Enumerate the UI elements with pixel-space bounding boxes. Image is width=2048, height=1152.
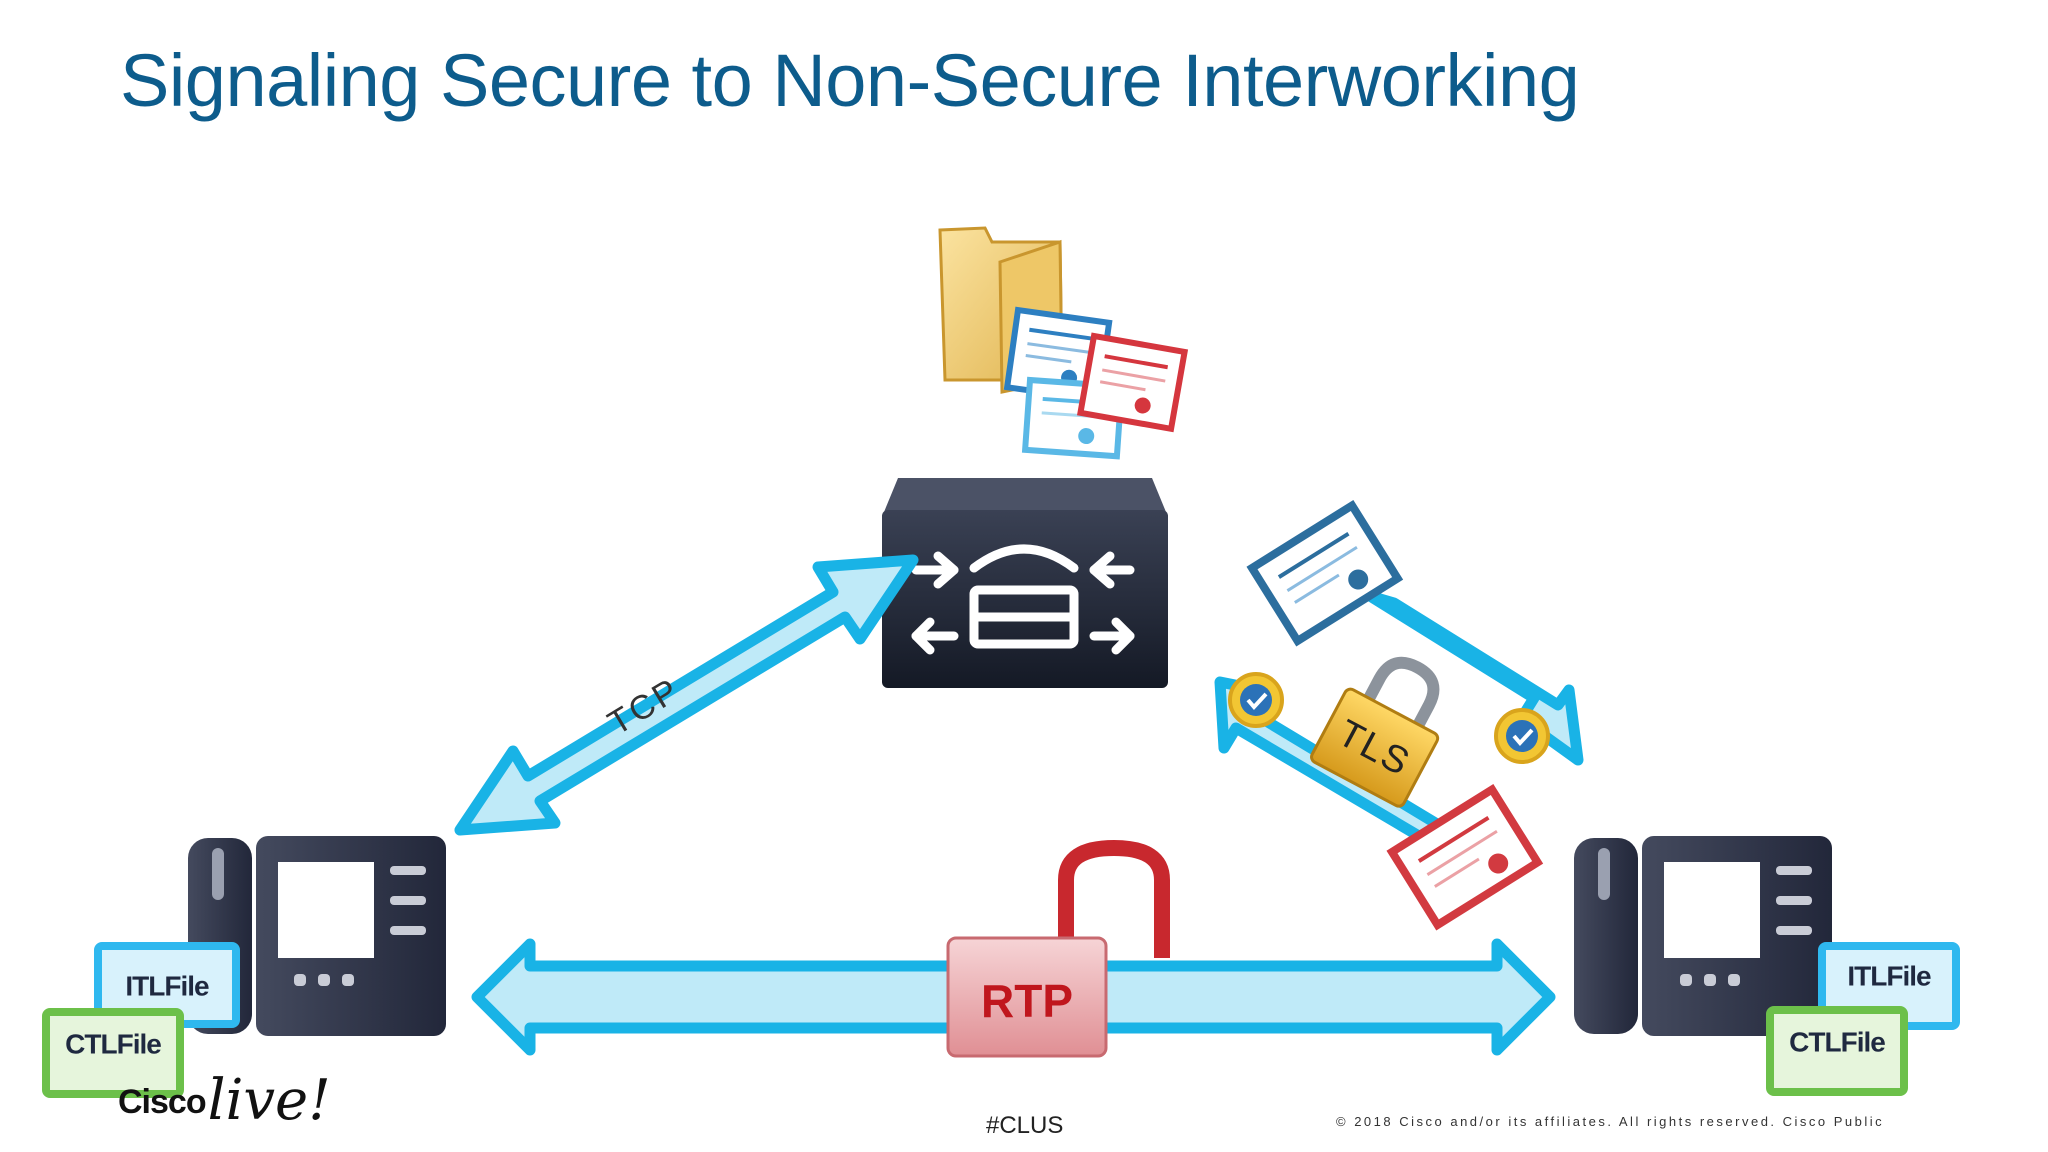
certificate-icon xyxy=(1076,332,1189,433)
itl-file-label: ITLFile xyxy=(125,970,209,1001)
copyright-notice: © 2018 Cisco and/or its affiliates. All … xyxy=(1336,1114,1885,1129)
itl-file-label: ITLFile xyxy=(1847,960,1931,991)
padlock-icon: RTP xyxy=(946,839,1170,1058)
call-manager-server-icon xyxy=(882,478,1168,688)
ip-phone-icon xyxy=(1574,836,1832,1036)
rtp-link-arrow: RTP xyxy=(471,839,1556,1058)
tls-link-arrows: TLS xyxy=(1214,499,1584,931)
logo-cisco-text: Cisco xyxy=(118,1083,207,1121)
certificate-icon xyxy=(1246,499,1404,647)
ip-phone-icon xyxy=(188,836,446,1036)
certificate-folder xyxy=(938,226,1189,460)
certificate-icon xyxy=(1386,783,1544,931)
logo-live-text: live! xyxy=(207,1068,331,1133)
slide-title: Signaling Secure to Non-Secure Interwork… xyxy=(120,39,1580,122)
ctl-file-label: CTLFile xyxy=(1789,1026,1885,1057)
padlock-icon: TLS xyxy=(1310,656,1440,808)
seal-icon xyxy=(1228,672,1284,728)
right-ctl-file: CTLFile xyxy=(1766,1006,1908,1096)
rtp-label: RTP xyxy=(981,975,1073,1027)
seal-icon xyxy=(1494,708,1550,764)
event-hashtag: #CLUS xyxy=(986,1112,1064,1139)
tcp-link-arrow: TCP xyxy=(454,554,919,836)
cisco-live-logo: Ciscolive! xyxy=(118,1062,331,1133)
ctl-file-label: CTLFile xyxy=(65,1028,161,1059)
left-ctl-file: CTLFile xyxy=(42,1008,184,1098)
